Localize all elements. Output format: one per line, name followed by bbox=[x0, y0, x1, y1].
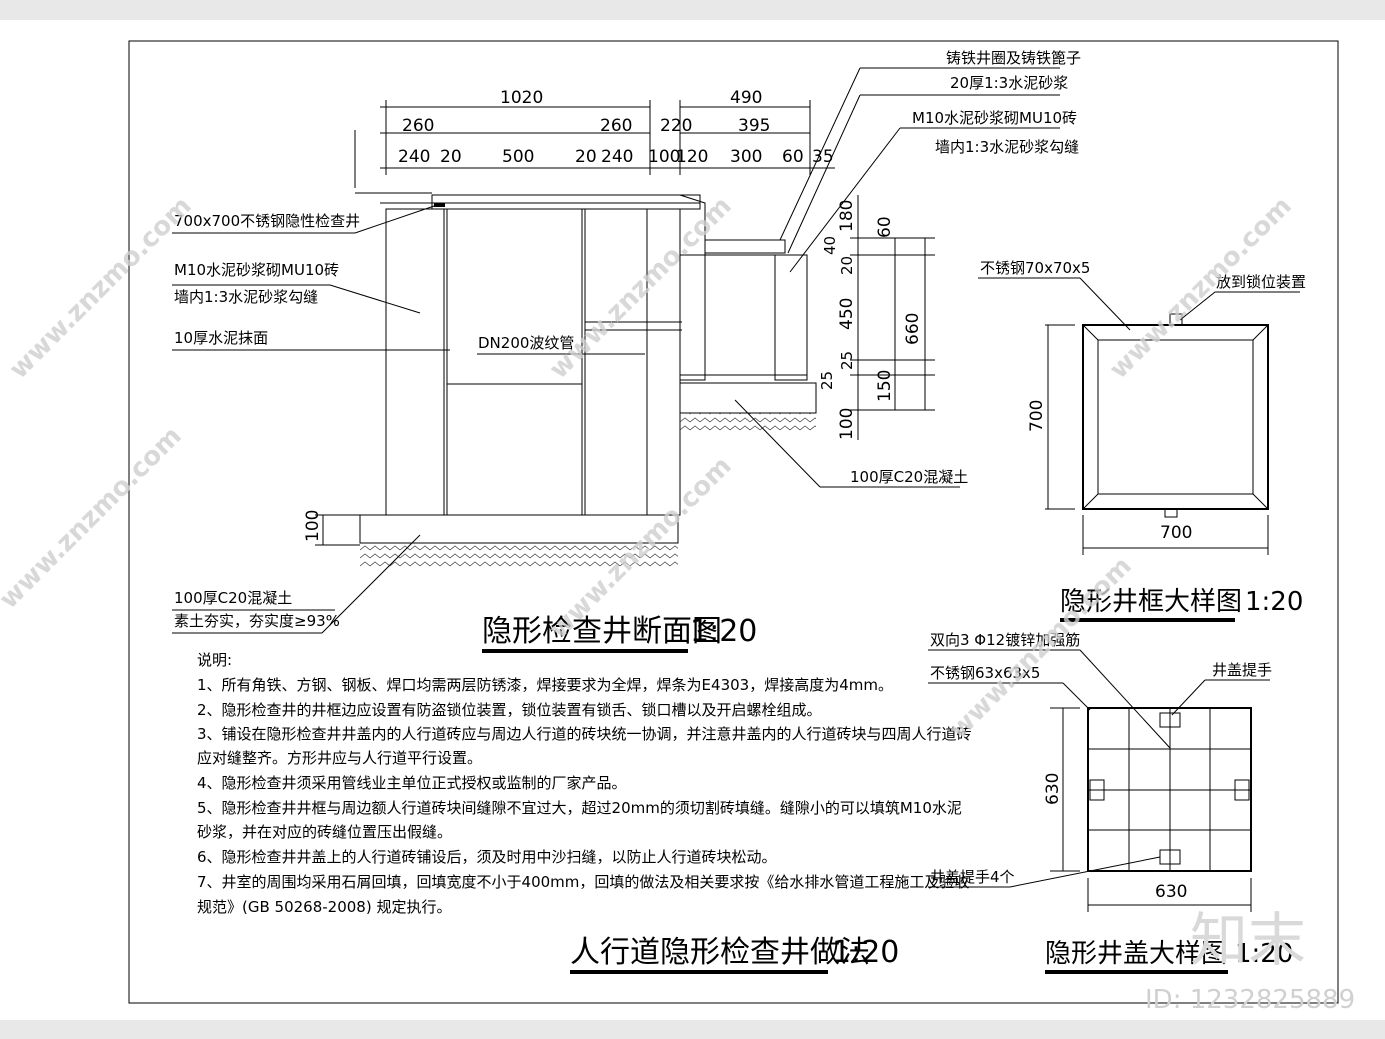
label-wall2: 墙内1:3水泥砂浆勾缝 bbox=[174, 288, 318, 306]
label-soil: 素土夯实，夯实度≥93% bbox=[174, 612, 340, 630]
note-line-6: 5、隐形检查井井框与周边额人行道砖块间缝隙不宜过大，超过20mm的须切割砖填缝。… bbox=[197, 799, 962, 817]
note-line-2: 2、隐形检查井的井框边应设置有防盗锁位装置，锁位装置有锁舌、锁口槽以及开启螺栓组… bbox=[197, 701, 822, 719]
dim-490: 490 bbox=[730, 88, 762, 108]
dim-1020: 1020 bbox=[500, 88, 543, 108]
frame-lock-label: 放到锁位装置 bbox=[1216, 273, 1306, 291]
frame-height: 700 bbox=[1027, 400, 1047, 432]
dim-395: 395 bbox=[738, 116, 770, 136]
dim-v-100: 100 bbox=[837, 408, 857, 440]
cover-scale: 1:20 bbox=[1235, 939, 1293, 969]
section-title: 隐形检查井断面图 bbox=[482, 614, 722, 649]
watermark-site-2: www.znzmo.com bbox=[544, 191, 738, 385]
note-line-8: 6、隐形检查井井盖上的人行道砖铺设后，须及时用中沙扫缝，以防止人行道砖块松动。 bbox=[197, 848, 777, 866]
cover-rebar-label: 双向3 Φ12镀锌加强筋 bbox=[930, 631, 1080, 649]
frame-grate bbox=[704, 239, 786, 254]
notes-heading: 说明: bbox=[197, 651, 232, 669]
drawing-border bbox=[128, 40, 1339, 1004]
watermark-site-1: www.znzmo.com bbox=[4, 191, 198, 385]
label-plaster: 10厚水泥抹面 bbox=[174, 329, 268, 347]
label-mortar: 20厚1:3水泥砂浆 bbox=[950, 74, 1068, 92]
leader-lines bbox=[172, 67, 1060, 634]
dim-240a: 240 bbox=[398, 147, 430, 167]
left-wall bbox=[385, 208, 445, 516]
dim-v-60: 60 bbox=[875, 216, 895, 238]
section-scale: 1:20 bbox=[690, 614, 757, 649]
cover-handles4-label: 井盖提手4个 bbox=[930, 868, 1015, 886]
dim-260a: 260 bbox=[402, 116, 434, 136]
frame-scale: 1:20 bbox=[1245, 587, 1303, 617]
dim-v-25b: 25 bbox=[818, 371, 836, 390]
right-concrete bbox=[679, 382, 817, 414]
dim-500: 500 bbox=[502, 147, 534, 167]
cover-title: 隐形井盖大样图 bbox=[1045, 939, 1227, 969]
dim-220: 220 bbox=[660, 116, 692, 136]
dim-left-100: 100 bbox=[303, 510, 323, 542]
dim-60: 60 bbox=[782, 147, 804, 167]
cover-handle-top bbox=[1159, 712, 1181, 728]
lock-device bbox=[1169, 313, 1183, 326]
dim-v-660: 660 bbox=[903, 313, 923, 345]
dim-240b: 240 bbox=[601, 147, 633, 167]
dim-v-180: 180 bbox=[837, 200, 857, 232]
cover-detail: 双向3 Φ12镀锌加强筋 不锈钢63x63x5 井盖提手 井盖提手4个 630 … bbox=[928, 631, 1293, 974]
dim-v-150: 150 bbox=[875, 370, 895, 402]
dim-v-20: 20 bbox=[838, 256, 856, 275]
watermark-site-4: www.znzmo.com bbox=[0, 421, 188, 615]
label-conc-right: 100厚C20混凝土 bbox=[850, 468, 968, 486]
note-line-7: 砂浆，并在对应的砖缝位置压出假缝。 bbox=[197, 823, 452, 841]
note-line-10: 规范》(GB 50268-2008) 规定执行。 bbox=[197, 898, 451, 916]
note-line-5: 4、隐形检查井须采用管线业主单位正式授权或监制的厂家产品。 bbox=[197, 774, 627, 792]
note-line-3: 3、铺设在隐形检查井井盖内的人行道砖应与周边人行道的砖块统一协调，并注意井盖内的… bbox=[197, 725, 972, 743]
dim-100: 100 bbox=[648, 147, 680, 167]
frame-width: 700 bbox=[1160, 523, 1192, 543]
dim-v-25a: 25 bbox=[838, 351, 856, 370]
watermark-brand: 知末 bbox=[1190, 906, 1306, 974]
dim-300: 300 bbox=[730, 147, 762, 167]
cover-width: 630 bbox=[1155, 882, 1187, 902]
label-frame: 铸铁井圈及铸铁篦子 bbox=[946, 49, 1081, 67]
section-view: 1020 490 260 260 220 395 240 20 500 20 2… bbox=[172, 49, 1081, 653]
label-wall4: 墙内1:3水泥砂浆勾缝 bbox=[935, 138, 1079, 156]
cover-handle-left bbox=[1089, 779, 1105, 801]
main-scale: 1:20 bbox=[832, 935, 899, 970]
dim-120: 120 bbox=[676, 147, 708, 167]
label-cover: 700x700不锈钢隐性检查井 bbox=[174, 212, 360, 230]
dim-20b: 20 bbox=[575, 147, 597, 167]
dim-v-450: 450 bbox=[837, 298, 857, 330]
note-line-4: 应对缝整齐。方形井应与人行道平行设置。 bbox=[197, 749, 482, 767]
dim-20a: 20 bbox=[440, 147, 462, 167]
cover-handle-label: 井盖提手 bbox=[1212, 661, 1272, 679]
dim-v-40: 40 bbox=[821, 236, 839, 255]
frame-detail: 不锈钢70x70x5 放到锁位装置 700 700 隐形井框大样图 1:20 bbox=[978, 259, 1306, 622]
label-conc-bottom: 100厚C20混凝土 bbox=[174, 589, 292, 607]
note-line-9: 7、井室的周围均采用石屑回填，回填宽度不小于400mm，回填的做法及相关要求按《… bbox=[197, 873, 969, 891]
drawing-sheet: 1020 490 260 260 220 395 240 20 500 20 2… bbox=[0, 20, 1385, 1020]
dim-35: 35 bbox=[812, 147, 834, 167]
label-wall1: M10水泥砂浆砌MU10砖 bbox=[174, 261, 339, 279]
frame-title: 隐形井框大样图 bbox=[1060, 587, 1242, 617]
dim-260b: 260 bbox=[600, 116, 632, 136]
cover-height: 630 bbox=[1043, 773, 1063, 805]
note-line-1: 1、所有角铁、方钢、钢板、焊口均需两层防锈漆，焊接要求为全焊，焊条为E4303，… bbox=[197, 676, 893, 694]
cover-plate bbox=[431, 194, 701, 210]
cover-steel-label: 不锈钢63x63x5 bbox=[930, 664, 1040, 682]
cad-drawing: 1020 490 260 260 220 395 240 20 500 20 2… bbox=[0, 40, 1355, 1015]
label-wall3: M10水泥砂浆砌MU10砖 bbox=[912, 109, 1077, 127]
label-pipe: DN200波纹管 bbox=[478, 334, 574, 352]
top-dimensions bbox=[380, 100, 835, 175]
watermark-id: ID: 1232825889 bbox=[1145, 985, 1355, 1015]
frame-steel-label: 不锈钢70x70x5 bbox=[980, 259, 1090, 277]
cover-handle-right bbox=[1234, 779, 1250, 801]
right-dimensions bbox=[850, 195, 935, 440]
notes: 说明: 1、所有角铁、方钢、钢板、焊口均需两层防锈漆，焊接要求为全焊，焊条为E4… bbox=[197, 651, 972, 916]
main-title: 人行道隐形检查井做法 bbox=[570, 935, 870, 970]
right-wall bbox=[584, 208, 648, 516]
